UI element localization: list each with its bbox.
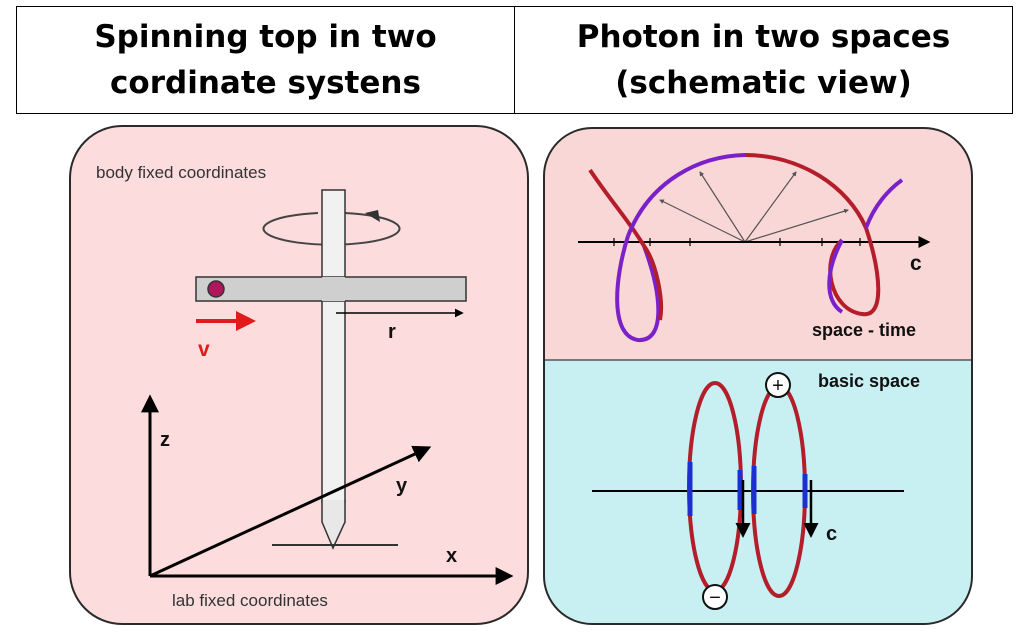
v-label: v [198,338,210,361]
body-fixed-label: body fixed coordinates [96,163,266,182]
right-title-line1: Photon in two spaces [576,18,951,55]
top-tip [321,500,346,550]
svg-text:+: + [772,375,784,397]
z-label: z [160,429,170,451]
r-label: r [388,321,396,343]
y-axis [149,445,432,578]
x-label: x [446,545,457,567]
c-label-top: c [910,252,922,275]
header-table: Spinning top in two cordinate systens Ph… [16,6,1013,114]
right-title-line2: (schematic view) [615,65,912,101]
left-panel: body fixed coordinates r v z y x lab fix… [69,125,529,625]
basic-space-label: basic space [818,371,920,391]
right-column-header: Photon in two spaces (schematic view) [514,6,1013,114]
lab-fixed-label: lab fixed coordinates [172,591,328,610]
left-panel-bg [69,125,529,625]
left-column-header: Spinning top in two cordinate systens [16,6,515,114]
basic-space-diagram: basic space c + − [592,371,920,610]
mass-dot [207,280,225,298]
plus-charge: + [765,372,791,398]
right-panel: c space - time basic space c + [543,127,973,625]
c-label-bottom: c [826,523,837,545]
top-spindle [321,189,346,503]
svg-text:−: − [709,587,721,609]
space-time-diagram: c space - time [578,153,931,343]
space-time-label: space - time [812,320,916,340]
y-label: y [396,475,408,497]
minus-charge: − [702,584,728,610]
left-title-line2: cordinate systens [110,65,421,101]
right-panel-top-bg [544,128,972,360]
left-title-line1: Spinning top in two [94,18,437,55]
